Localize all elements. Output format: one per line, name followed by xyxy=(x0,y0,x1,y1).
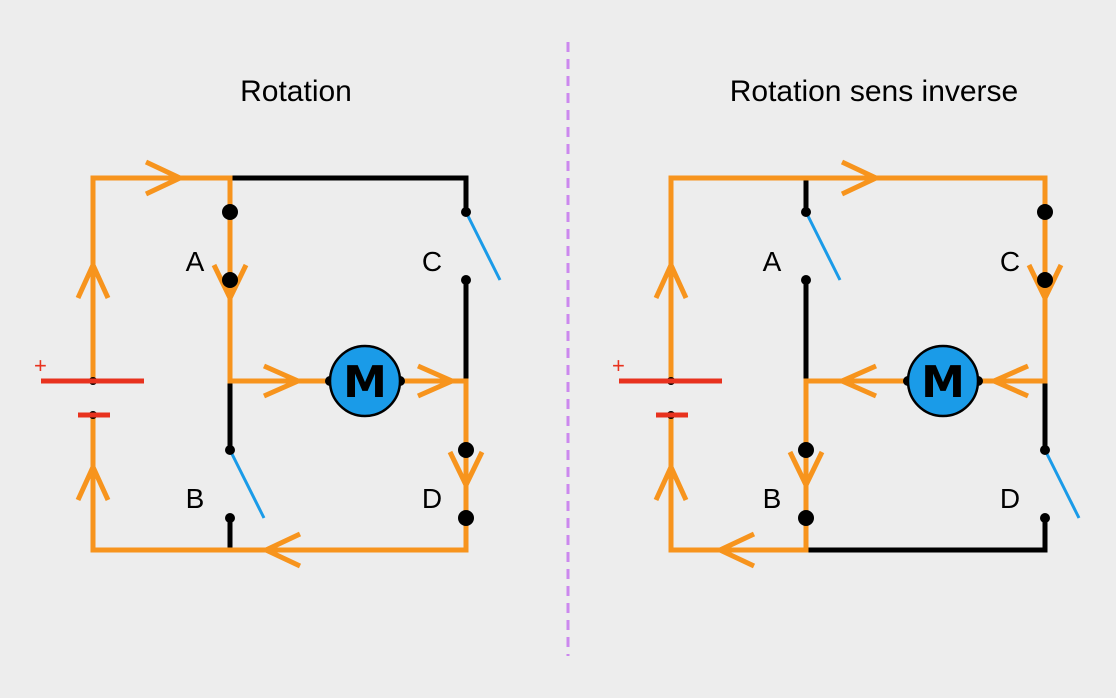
arrow-right-top xyxy=(144,159,186,197)
arrow-down-a xyxy=(211,263,249,304)
panel-rotation: Rotation xyxy=(34,75,502,569)
switch-label-b: B xyxy=(763,483,782,514)
arrow-up-left-bottom xyxy=(75,460,111,502)
contact-c-bottom xyxy=(1037,272,1053,288)
switch-b-open xyxy=(228,449,266,519)
arrow-up-left-bottom xyxy=(653,460,689,502)
contact-c-top xyxy=(1037,204,1053,220)
wire-bottom-right xyxy=(803,515,1048,553)
switch-label-b: B xyxy=(186,483,205,514)
switch-label-a: A xyxy=(186,246,205,277)
path-battery-to-motor xyxy=(90,175,330,384)
arrow-up-left-top xyxy=(653,258,689,300)
contact-a-bottom xyxy=(222,272,238,288)
wire-top-right xyxy=(227,175,469,215)
current-arrows xyxy=(75,159,485,569)
contact-d-bottom xyxy=(458,510,474,526)
current-path xyxy=(668,175,1048,553)
switch-label-d: D xyxy=(422,483,442,514)
switch-label-a: A xyxy=(763,246,782,277)
path-motor-to-battery xyxy=(90,378,469,553)
switch-label-c: C xyxy=(1000,246,1020,277)
contact-b-top xyxy=(798,442,814,458)
switch-label-c: C xyxy=(422,246,442,277)
contact-b-bottom xyxy=(798,510,814,526)
panel-rotation-reverse: Rotation sens inverse xyxy=(612,75,1081,569)
contact-d-bottom xyxy=(1040,513,1050,523)
contact-d-top xyxy=(458,442,474,458)
contact-a-bottom xyxy=(801,275,811,285)
arrow-right-top xyxy=(840,159,882,197)
arrow-left-motor-out xyxy=(835,363,878,399)
inactive-wires xyxy=(227,175,469,553)
contact-points xyxy=(89,204,474,526)
contact-a-top xyxy=(222,204,238,220)
switch-a-open xyxy=(804,211,842,281)
battery-plus-sign: + xyxy=(612,353,625,378)
arrow-down-c xyxy=(1026,263,1064,304)
path-motor-to-battery xyxy=(668,378,908,553)
contact-c-bottom xyxy=(461,275,471,285)
motor-label: M xyxy=(343,357,387,408)
arrow-up-left-top xyxy=(75,258,111,300)
arrow-down-b xyxy=(787,450,825,491)
switch-c-open xyxy=(464,211,502,281)
arrow-left-motor-in xyxy=(987,363,1030,399)
current-path xyxy=(90,175,469,553)
path-battery-to-motor xyxy=(668,175,1048,384)
arrow-right-motor-in xyxy=(262,363,305,399)
arrow-left-bottom xyxy=(714,531,756,569)
motor xyxy=(328,344,402,418)
inactive-wires xyxy=(803,175,1048,553)
arrow-left-bottom xyxy=(260,531,302,569)
motor-label: M xyxy=(921,357,965,408)
arrow-down-d xyxy=(447,450,485,491)
panel-title: Rotation xyxy=(240,75,352,108)
contact-d-top xyxy=(1040,445,1050,455)
switch-d-open xyxy=(1043,449,1081,519)
contact-c-top xyxy=(461,207,471,217)
panel-title: Rotation sens inverse xyxy=(730,75,1019,108)
motor xyxy=(906,344,980,418)
battery-plus-sign: + xyxy=(34,353,47,378)
current-arrows xyxy=(653,159,1064,569)
switch-label-d: D xyxy=(1000,483,1020,514)
arrow-right-motor-out xyxy=(416,363,459,399)
contact-b-top xyxy=(225,445,235,455)
contact-a-top xyxy=(801,207,811,217)
contact-points xyxy=(667,204,1053,526)
contact-b-bottom xyxy=(225,513,235,523)
